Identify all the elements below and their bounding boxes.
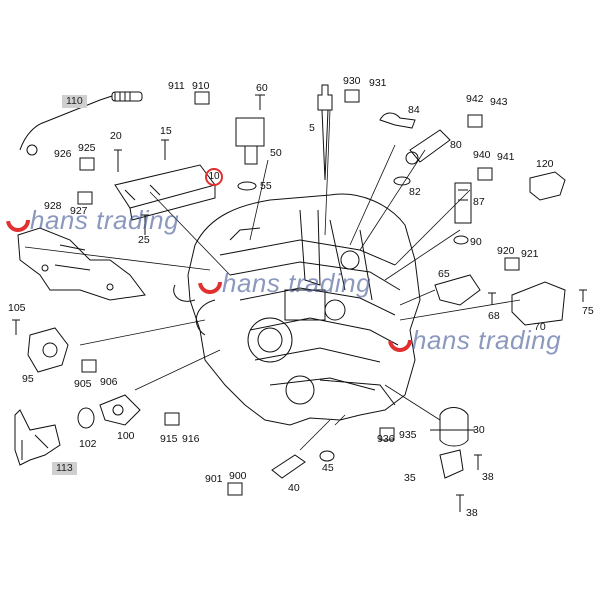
part-label[interactable]: 102: [79, 438, 97, 450]
part-label[interactable]: 930: [343, 75, 361, 87]
part-label[interactable]: 25: [138, 234, 150, 246]
part-label[interactable]: 943: [490, 96, 508, 108]
watermark: hans trading: [412, 325, 561, 356]
part-label[interactable]: 40: [288, 482, 300, 494]
part-label[interactable]: 935: [399, 429, 417, 441]
part-label[interactable]: 906: [100, 376, 118, 388]
part-label[interactable]: 82: [409, 186, 421, 198]
part-label[interactable]: 931: [369, 77, 387, 89]
part-label[interactable]: 90: [470, 236, 482, 248]
part-label[interactable]: 35: [404, 472, 416, 484]
part-label[interactable]: 915: [160, 433, 178, 445]
watermark-text: hans trading: [222, 268, 372, 298]
part-label[interactable]: 927: [70, 205, 88, 217]
part-label[interactable]: 942: [466, 93, 484, 105]
part-label[interactable]: 120: [536, 158, 554, 170]
parts: [12, 84, 587, 512]
part-label[interactable]: 901: [205, 473, 223, 485]
part-label[interactable]: 936: [377, 433, 395, 445]
part-label[interactable]: 910: [192, 80, 210, 92]
part-label[interactable]: 5: [309, 122, 315, 134]
highlighted-part-label: 10: [208, 171, 220, 182]
part-label[interactable]: 925: [78, 142, 96, 154]
part-label[interactable]: 65: [438, 268, 450, 280]
part-label[interactable]: 80: [450, 139, 462, 151]
part-label[interactable]: 928: [44, 200, 62, 212]
part-label[interactable]: 87: [473, 196, 485, 208]
part-label[interactable]: 50: [270, 147, 282, 159]
engine-block-sketch: [173, 193, 421, 426]
watermark-text: hans trading: [412, 325, 562, 355]
part-label[interactable]: 921: [521, 248, 539, 260]
part-label[interactable]: 68: [488, 310, 500, 322]
part-label[interactable]: 95: [22, 373, 34, 385]
part-label[interactable]: 940: [473, 149, 491, 161]
watermark: hans trading: [222, 268, 371, 299]
part-label[interactable]: 920: [497, 245, 515, 257]
part-label[interactable]: 70: [534, 321, 546, 333]
part-label[interactable]: 55: [260, 180, 272, 192]
part-label[interactable]: 905: [74, 378, 92, 390]
part-label[interactable]: 900: [229, 470, 247, 482]
part-label[interactable]: 911: [168, 80, 185, 92]
part-label[interactable]: 916: [182, 433, 200, 445]
part-label[interactable]: 20: [110, 130, 122, 142]
watermark-logos: [6, 208, 412, 352]
watermark-text: hans trading: [30, 205, 180, 235]
watermark: hans trading: [30, 205, 179, 236]
part-label[interactable]: 105: [8, 302, 26, 314]
part-label[interactable]: 38: [482, 471, 494, 483]
part-label-boxed[interactable]: 110: [62, 95, 87, 108]
part-label[interactable]: 75: [582, 305, 594, 317]
part-label[interactable]: 100: [117, 430, 135, 442]
part-label[interactable]: 60: [256, 82, 268, 94]
part-label[interactable]: 15: [160, 125, 172, 137]
part-label[interactable]: 941: [497, 151, 515, 163]
highlighted-part-marker[interactable]: 10: [205, 168, 223, 186]
part-label[interactable]: 926: [54, 148, 72, 160]
part-label[interactable]: 30: [473, 424, 485, 436]
part-label-boxed[interactable]: 113: [52, 462, 77, 475]
part-label[interactable]: 38: [466, 507, 478, 519]
leader-lines: [24, 109, 521, 451]
part-label[interactable]: 45: [322, 462, 334, 474]
part-label[interactable]: 84: [408, 104, 420, 116]
